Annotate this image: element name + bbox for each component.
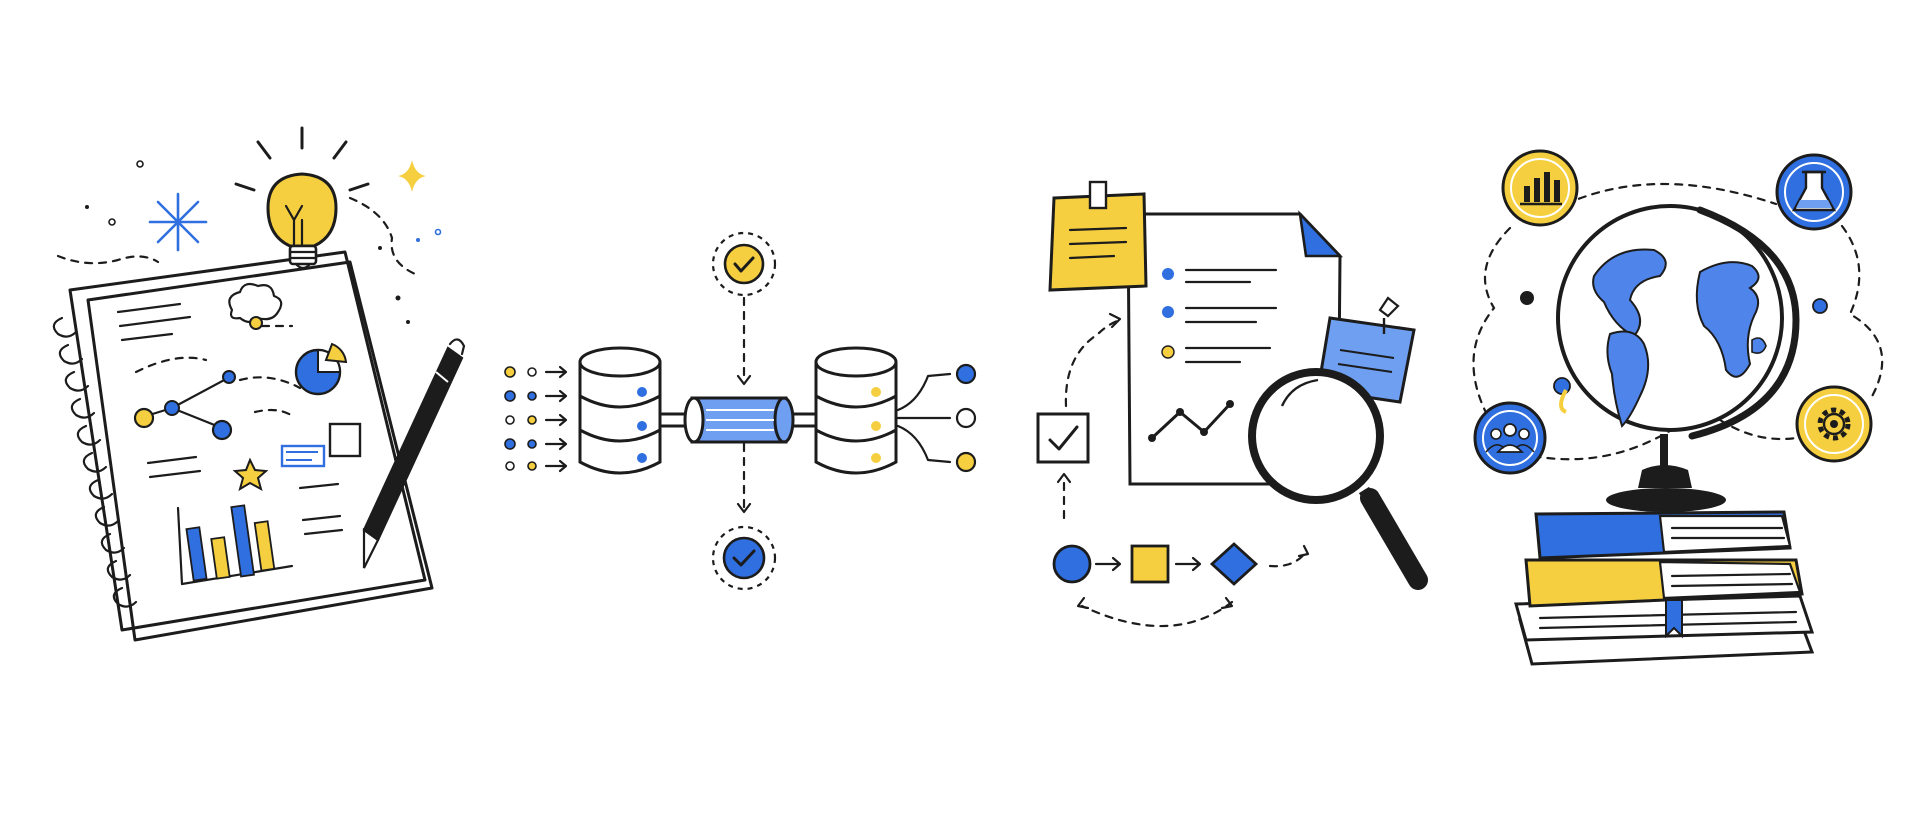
node-graph-icon <box>133 370 236 441</box>
document-review-panel <box>1036 180 1428 628</box>
database-icon <box>814 346 898 475</box>
notebook-page <box>68 250 427 632</box>
star-icon <box>232 457 269 492</box>
flowchart-icon <box>1052 542 1310 628</box>
notebook-text-lines <box>116 302 344 536</box>
notebook-panel <box>52 126 466 642</box>
output-nodes-icon <box>896 363 977 473</box>
check-circle-icon <box>711 525 777 591</box>
flask-icon <box>1775 153 1853 231</box>
lightbulb-icon <box>234 126 370 270</box>
form-box-icon <box>280 422 362 468</box>
books-icon <box>1514 510 1815 666</box>
pipe-icon <box>660 396 818 444</box>
pie-chart-icon <box>294 342 348 396</box>
bar-chart-icon <box>1501 149 1579 227</box>
dashed-arrow-icon <box>134 356 208 374</box>
bar-chart-icon <box>176 504 294 586</box>
magnifier-icon <box>1248 368 1428 590</box>
globe-icon <box>1556 204 1800 440</box>
cloud-doodle-icon <box>228 282 283 324</box>
check-circle-icon <box>711 231 777 297</box>
checkbox-icon <box>1036 412 1090 464</box>
notebook-back-page <box>86 260 434 642</box>
input-dots-icon <box>504 365 568 473</box>
research-globe-panel <box>1472 149 1884 666</box>
sparkle-icon <box>148 160 426 252</box>
idea-dot-icon <box>249 316 263 330</box>
decor-dots <box>85 160 442 324</box>
notebook-spiral-icon <box>52 316 138 608</box>
globe-stand-icon <box>1606 434 1726 512</box>
sticky-note-icon <box>1048 180 1148 292</box>
gear-icon <box>1795 385 1873 463</box>
data-pipeline-panel <box>504 231 977 591</box>
people-icon <box>1473 401 1547 475</box>
database-icon <box>578 346 662 475</box>
pen-icon <box>362 338 466 569</box>
